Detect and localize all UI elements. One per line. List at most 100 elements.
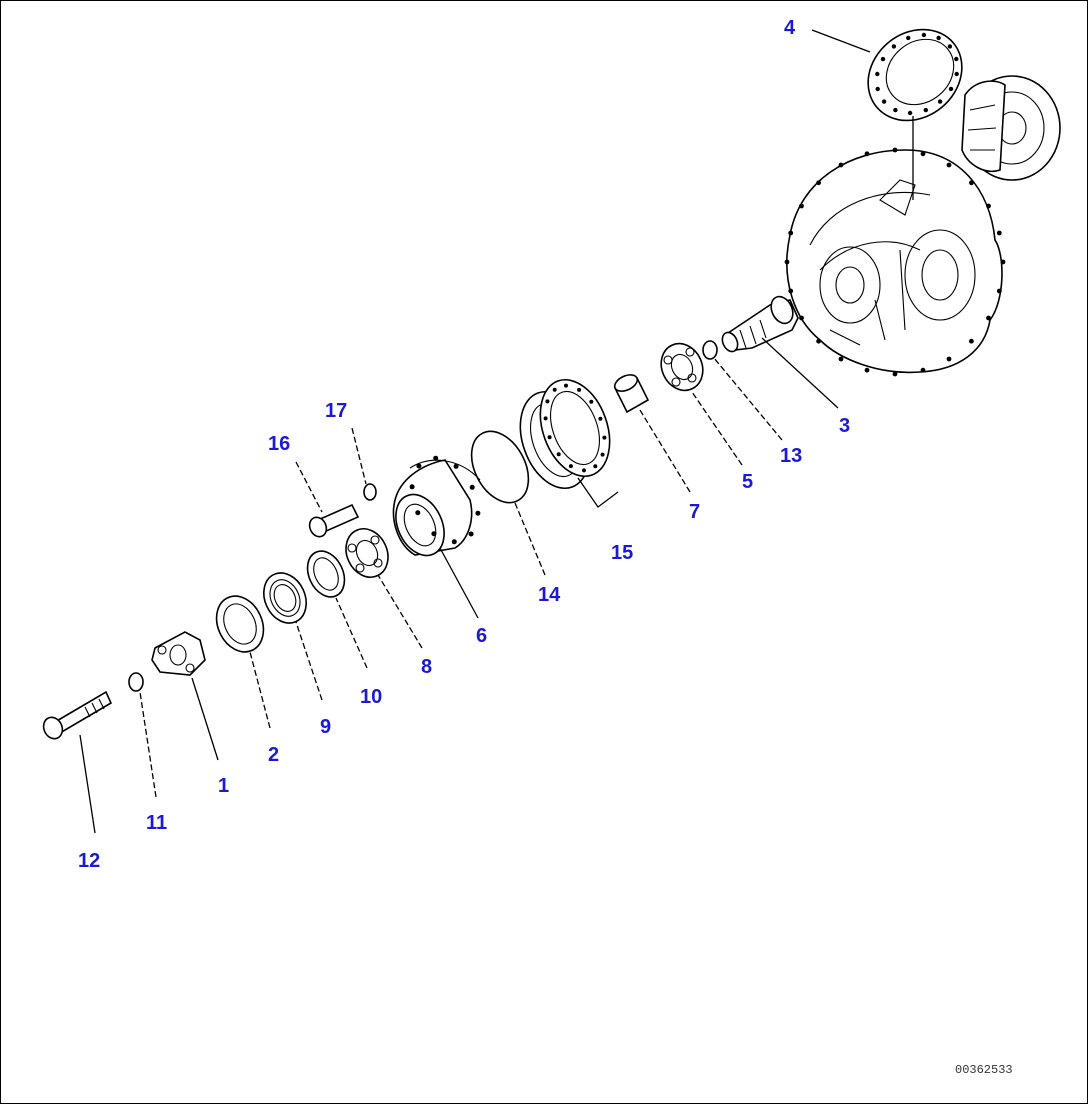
callout-7: 7 (689, 501, 700, 523)
bolt-hole (788, 288, 794, 294)
bolt-hole (416, 463, 422, 469)
spacer-ring (306, 550, 346, 598)
bolt-hole (948, 86, 954, 92)
bolt-hole (593, 464, 598, 469)
bolt-hole (469, 484, 475, 490)
bolt-hole (864, 367, 870, 373)
bolt-hole (475, 510, 481, 516)
callout-9: 9 (320, 716, 331, 738)
bolt-hole (816, 180, 821, 186)
bolt-hole (875, 86, 880, 92)
bolt-hole (923, 107, 928, 113)
bolt-hole (996, 288, 1002, 294)
bolt-hole (892, 147, 898, 153)
bolt-hole (880, 56, 886, 62)
bolt-hole (784, 259, 790, 265)
bolt-hole (937, 99, 943, 104)
bolt-hole (838, 162, 844, 168)
bolt-hole (986, 315, 991, 321)
coupling-yoke (151, 631, 206, 676)
callout-15: 15 (611, 542, 633, 564)
bolt-hole (838, 356, 844, 362)
callout-17: 17 (325, 400, 347, 422)
bolt-hole (788, 230, 794, 236)
bolt-hole (906, 35, 911, 41)
bolt-hole (920, 367, 926, 373)
bolt-hole (864, 151, 870, 157)
leader-lines (79, 29, 871, 834)
bolt-hole (468, 531, 474, 537)
ring-gear (867, 28, 963, 200)
callout-14: 14 (538, 584, 561, 606)
bolt-hole (602, 435, 607, 440)
bolt-hole (936, 35, 941, 41)
bolt-hole (568, 464, 573, 469)
bolt-hole (409, 484, 415, 490)
pinion-shaft (721, 295, 799, 353)
bolt-hole (451, 539, 457, 545)
bolt-hole (545, 399, 550, 404)
differential-carrier (961, 75, 1061, 181)
taper-bearing (660, 342, 704, 392)
bolt-hole (946, 162, 952, 168)
axle-housing (784, 147, 1006, 377)
bolt-hole (881, 99, 887, 104)
oil-seal (263, 572, 307, 624)
cage-bolt (308, 503, 360, 538)
bolt-hole (893, 107, 898, 113)
callout-labels: 4 3 13 5 7 15 14 6 8 10 9 2 1 11 12 16 1… (78, 17, 850, 872)
washer (128, 672, 144, 692)
dust-seal (215, 595, 265, 653)
callout-11: 11 (146, 812, 167, 834)
callout-12: 12 (78, 850, 100, 872)
bolt-hole (453, 463, 459, 469)
bolt-hole (969, 338, 974, 344)
bolt-hole (946, 356, 952, 362)
collar (613, 374, 650, 414)
callout-10: 10 (360, 686, 382, 708)
bolt-hole (816, 338, 821, 344)
bolt-hole (947, 44, 953, 49)
spring-washer (363, 483, 377, 501)
bolt-hole (564, 383, 568, 388)
shim-set (519, 378, 619, 508)
bolt-hole (891, 44, 897, 49)
bolt-hole (996, 230, 1002, 236)
bolt-hole (1000, 259, 1006, 265)
bolt-hole (582, 468, 586, 473)
o-ring-small (702, 340, 718, 360)
bolt-hole (433, 455, 439, 461)
bolt-hole (543, 416, 548, 421)
bolt-hole (875, 71, 880, 77)
roller-bearing (345, 528, 389, 578)
bolt-hole (921, 32, 927, 38)
bolt-hole (600, 452, 605, 457)
bolt-hole (547, 435, 552, 440)
bolt-hole (415, 510, 421, 516)
callout-6: 6 (476, 625, 487, 647)
callout-5: 5 (742, 471, 753, 493)
bolt-hole (431, 531, 437, 537)
bolt-hole (954, 56, 959, 62)
callout-1: 1 (218, 775, 229, 797)
bolt-hole (799, 203, 804, 209)
callout-4: 4 (784, 17, 796, 39)
callout-16: 16 (268, 433, 290, 455)
bolt-hole (986, 203, 991, 209)
callout-2: 2 (268, 744, 279, 766)
callout-8: 8 (421, 656, 432, 678)
callout-13: 13 (780, 445, 802, 467)
bolt-hole (598, 416, 603, 421)
drawing-code: 00362533 (955, 1063, 1013, 1077)
bolt-hole (892, 371, 898, 377)
bolt-hole (552, 387, 557, 392)
bolt-hole (954, 71, 959, 77)
coupling-bolt (42, 690, 113, 740)
bolt-hole (969, 180, 974, 186)
bolt-hole (920, 151, 926, 157)
callout-3: 3 (839, 415, 850, 437)
bolt-hole (907, 110, 913, 116)
bolt-hole (589, 399, 594, 404)
